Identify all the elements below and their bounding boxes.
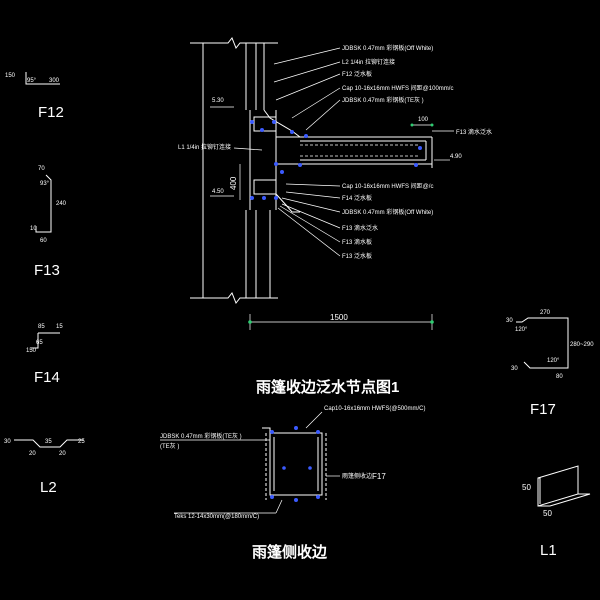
f17-dim-bottom: 80 [556, 374, 563, 380]
detail2-bottom-note: Teks 12-14x30mm(@180mm/C) [174, 514, 259, 520]
callout-2: L2 1/4in 拉铆钉连接 [342, 58, 395, 66]
callout-10: F13 滴水板 [342, 238, 372, 246]
f13-dim-angle: 93° [40, 181, 50, 187]
callout-6: Cap 10-16x16mm HWFS 间距@/c [342, 182, 433, 190]
profile-l1 [537, 465, 591, 507]
dim-1500: 1500 [330, 313, 348, 322]
detail1-title: 雨篷收边泛水节点图1 [256, 378, 399, 396]
detail2-leaders [160, 411, 340, 514]
f12-dim-angle: 95° [27, 78, 37, 84]
f17-label: F17 [530, 401, 556, 418]
profile-f12 [25, 72, 60, 85]
l2-label: L2 [40, 479, 57, 496]
detail2-side-note: 雨篷侧收边 [342, 472, 372, 480]
callout-3: F12 泛水板 [342, 70, 372, 78]
detail2-screw-note: Cap10-16x16mm HWFS(@500mm/C) [324, 406, 425, 412]
detail1-dims [210, 106, 450, 330]
level-450: 4.50 [212, 189, 224, 195]
profile-f17 [516, 317, 569, 369]
l2-dim-br: 20 [59, 451, 66, 457]
level-490: 4.90 [450, 154, 462, 160]
left-note: L1 1/4in 拉铆钉连接 [178, 143, 231, 151]
f13-dim-side: 240 [56, 201, 67, 207]
detail1-structure [190, 37, 433, 304]
detail1-dim-marks [248, 123, 434, 324]
callout-5: JDBSK 0.47mm 彩钢板(TE灰 ) [342, 96, 424, 104]
profile-l2 [14, 439, 84, 448]
f13-dim-top: 70 [38, 166, 45, 172]
f14-label: F14 [34, 369, 60, 386]
f14-dim-a: 85 [38, 324, 45, 330]
l2-dim-left: 30 [4, 439, 11, 445]
f14-dim-d: 150 [26, 348, 37, 354]
f14-dim-c: 65 [36, 340, 43, 346]
f12-dim-top: 300 [49, 78, 60, 84]
f13-label: F13 [34, 262, 60, 279]
callout-11: F13 泛水板 [342, 252, 372, 260]
callout-8: JDBSK 0.47mm 彩钢板(Off White) [342, 208, 433, 216]
f12-dim-left: 150 [5, 73, 16, 79]
f13-dim-bottom: 60 [40, 238, 47, 244]
callout-1: JDBSK 0.47mm 彩钢板(Off White) [342, 44, 433, 52]
detail2-top-note2: (TE灰 ) [160, 442, 179, 450]
f13-dim-lip: 10 [30, 226, 37, 232]
f17-dim-top: 270 [540, 310, 551, 316]
detail2-side-label: F17 [372, 472, 386, 481]
level-530: 5.30 [212, 98, 224, 104]
l2-dim-right: 25 [78, 439, 85, 445]
profile-f14 [31, 332, 60, 349]
f12-label: F12 [38, 104, 64, 121]
f17-dim-side: 280~290 [570, 342, 594, 348]
l1-label: L1 [540, 542, 557, 559]
profile-f13 [35, 174, 52, 233]
detail2-fasteners [270, 426, 320, 502]
detail1-leaders [233, 47, 454, 257]
detail2-title: 雨篷侧收边 [252, 543, 328, 561]
detail2-structure [262, 427, 327, 500]
callout-7: F14 泛水板 [342, 194, 372, 202]
dim-100: 100 [418, 117, 429, 123]
f17-dim-angle-top: 120° [515, 327, 528, 333]
detail1-hidden [300, 144, 420, 157]
dim-400: 400 [229, 176, 238, 190]
l2-dim-mid: 35 [45, 439, 52, 445]
detail1-fasteners [250, 120, 422, 200]
callout-4: Cap 10-16x16mm HWFS 间距@100mm/c [342, 84, 453, 92]
l1-dim-h: 50 [522, 483, 531, 492]
f17-dim-left: 30 [506, 318, 513, 324]
detail2-top-note: JDBSK 0.47mm 彩钢板(TE灰 ) [160, 432, 242, 440]
f17-dim-angle-bot: 120° [547, 358, 560, 364]
f17-dim-bl: 30 [511, 366, 518, 372]
right-note: F13 滴水泛水 [456, 128, 492, 136]
l1-dim-w: 50 [543, 509, 552, 518]
f14-dim-b: 15 [56, 324, 63, 330]
callout-9: F13 滴水泛水 [342, 224, 378, 232]
l2-dim-bl: 20 [29, 451, 36, 457]
